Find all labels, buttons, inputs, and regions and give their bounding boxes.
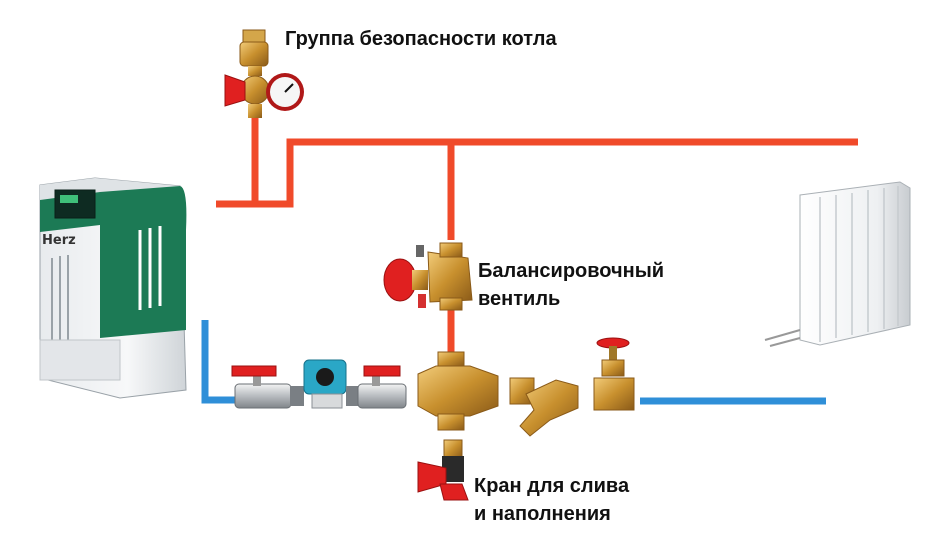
drain-valve-icon bbox=[417, 439, 469, 501]
drain-valve-label: Кран для слива и наполнения bbox=[474, 472, 629, 528]
drain-valve-label-line1: Кран для слива bbox=[474, 475, 630, 497]
boiler-icon bbox=[39, 177, 187, 399]
return-pipe-boiler bbox=[201, 320, 240, 404]
radiator-icon bbox=[764, 181, 911, 347]
strainer-icon bbox=[509, 377, 579, 437]
stop-valve-icon bbox=[593, 337, 635, 411]
balancing-valve-icon bbox=[383, 242, 473, 311]
safety-group-label: Группа безопасности котла bbox=[285, 28, 557, 50]
supply-pipes bbox=[216, 118, 858, 355]
balancing-valve-label-line2: вентиль bbox=[478, 288, 561, 310]
mixing-valve-icon bbox=[417, 351, 499, 431]
supply-pipe-boiler bbox=[216, 138, 858, 208]
ball-valve-icon bbox=[231, 365, 292, 409]
balancing-valve-label: Балансировочный вентиль bbox=[478, 257, 664, 313]
circulation-pump-icon bbox=[290, 359, 360, 409]
ball-valve-2-icon bbox=[357, 365, 407, 409]
balancing-valve-label-line1: Балансировочный bbox=[478, 260, 665, 282]
return-pipes bbox=[201, 320, 826, 405]
drain-valve-label-line2: и наполнения bbox=[474, 503, 611, 525]
safety-group-icon bbox=[224, 29, 270, 118]
boiler-brand-label: Herz bbox=[42, 233, 76, 248]
pressure-gauge-icon bbox=[266, 73, 304, 111]
